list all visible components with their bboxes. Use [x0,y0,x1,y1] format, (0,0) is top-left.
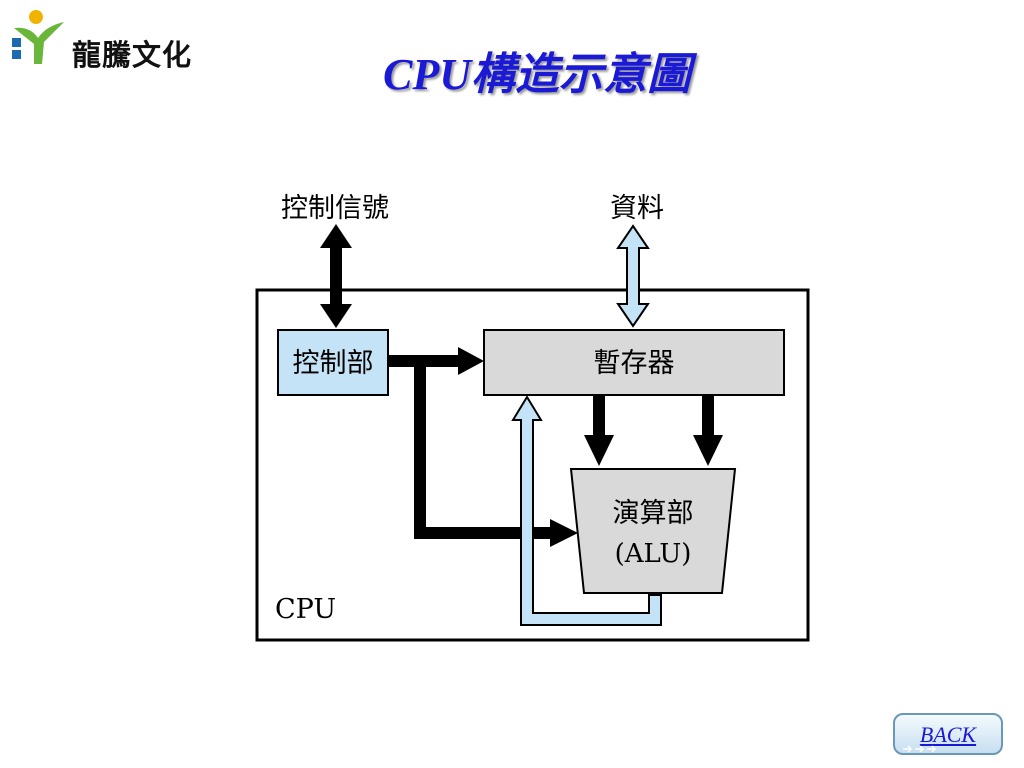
back-button-label: BACK [919,722,977,747]
data-label: 資料 [610,193,664,224]
arrow-right-icon [903,745,937,753]
register-to-alu-arrow-2 [693,435,723,466]
tree-person-logo-icon [12,10,64,64]
control-signal-arrow [320,224,352,328]
data-arrow [616,224,650,328]
alu-box [569,468,737,594]
alu-label-line2: (ALU) [615,539,692,569]
register-to-alu-arrow-1 [584,435,614,466]
page-title: CPU構造示意圖 [383,50,691,99]
register-to-alu-shaft-2 [702,395,714,437]
control-to-alu-arrowhead [550,519,578,547]
control-signal-label: 控制信號 [281,193,389,224]
logo-text: 龍騰文化 [72,38,193,72]
alu-feedback-arrow [511,395,662,626]
control-unit-label: 控制部 [293,348,374,379]
publisher-logo: 龍騰文化 [10,8,210,72]
control-to-alu-line [414,361,552,539]
alu-label-line1: 演算部 [613,498,694,529]
register-label: 暫存器 [594,348,675,379]
register-box [483,329,785,396]
cpu-label: CPU [275,594,336,625]
control-to-register-arrowhead [458,347,484,375]
register-to-alu-shaft-1 [593,395,605,437]
back-button[interactable]: BACK [893,713,1003,755]
